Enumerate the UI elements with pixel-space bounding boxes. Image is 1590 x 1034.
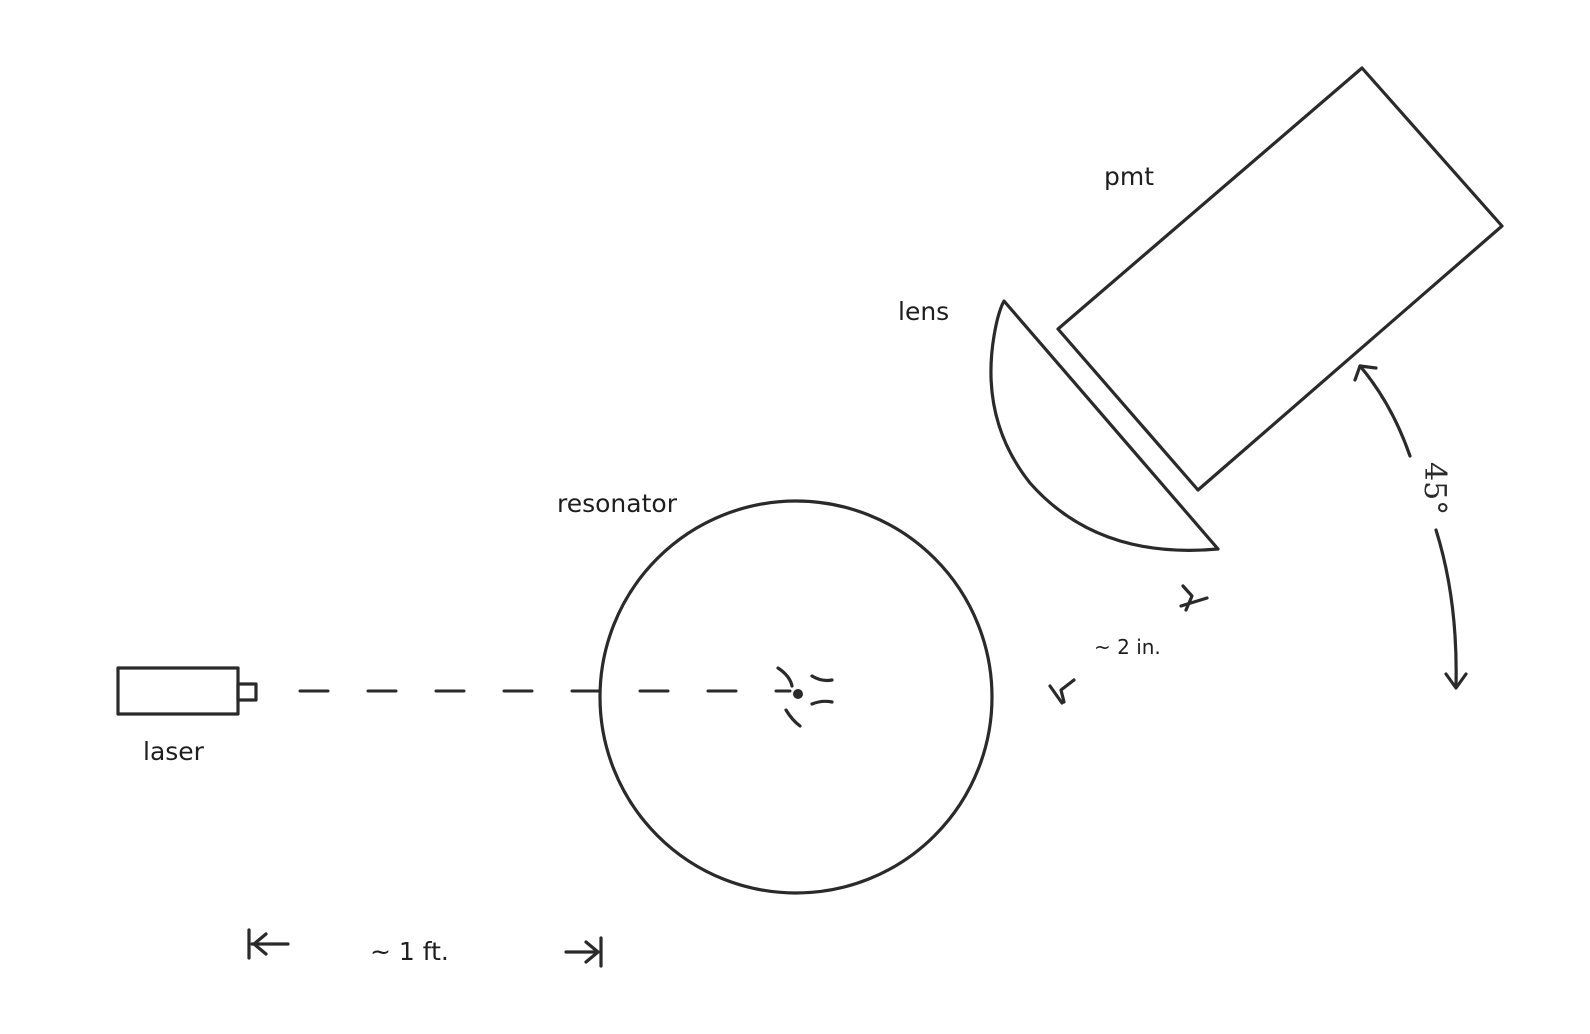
laser-aperture xyxy=(236,682,258,702)
distance-large-label: ~ 1 ft. xyxy=(370,937,449,966)
laser-device xyxy=(116,666,258,716)
angle-arc xyxy=(1353,364,1468,690)
angle-label: 45° xyxy=(1417,462,1452,516)
distance-marker-small xyxy=(1048,584,1209,705)
laser-label: laser xyxy=(143,737,204,766)
resonator-sphere xyxy=(598,499,994,895)
laser-body xyxy=(116,666,240,716)
resonator-label: resonator xyxy=(557,489,677,518)
scattering-point xyxy=(776,666,834,728)
lens-label: lens xyxy=(898,297,950,326)
lens-shape xyxy=(989,299,1220,552)
distance-small-label: ~ 2 in. xyxy=(1094,635,1161,659)
pmt-body xyxy=(1056,66,1504,492)
distance-marker-large xyxy=(247,928,603,968)
pmt-label: pmt xyxy=(1104,162,1155,191)
